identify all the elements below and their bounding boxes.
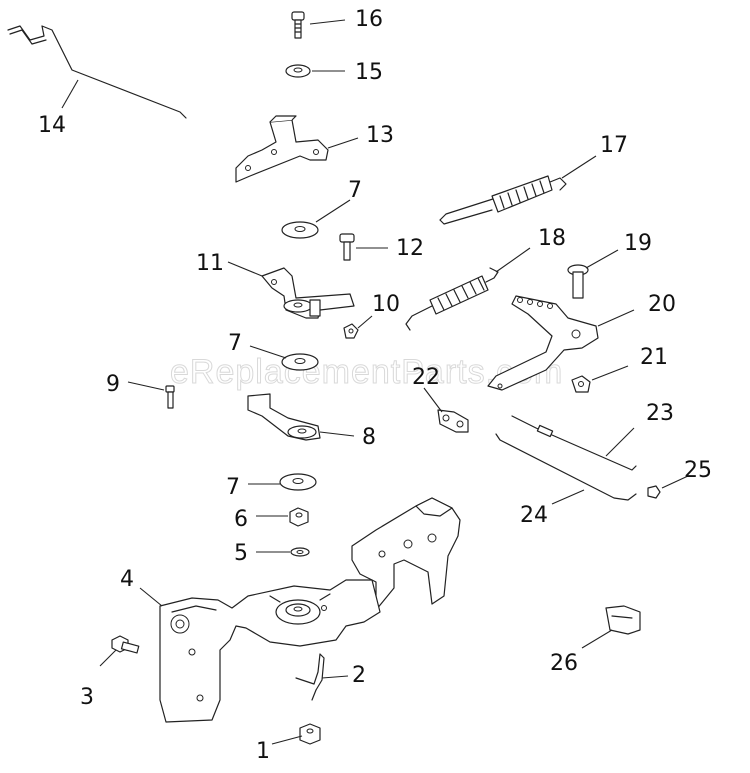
part-4-main-bracket [159, 497, 461, 723]
callout-20: 20 [648, 292, 676, 317]
part-20-plate [487, 295, 599, 391]
part-5-washer [290, 547, 310, 557]
part-18-spring [405, 267, 499, 331]
callout-1: 1 [256, 739, 270, 764]
part-21-nut [571, 375, 591, 393]
callout-7a: 7 [348, 178, 362, 203]
part-7-washer-top [281, 221, 319, 239]
callout-21: 21 [640, 345, 668, 370]
callout-15: 15 [355, 60, 383, 85]
part-11-lever [261, 267, 355, 319]
part-10-nut [343, 323, 359, 339]
part-15-washer [285, 64, 311, 78]
callout-23: 23 [646, 401, 674, 426]
callout-14: 14 [38, 113, 66, 138]
part-6-nut [289, 507, 309, 527]
callout-13: 13 [366, 123, 394, 148]
callout-6: 6 [234, 507, 248, 532]
part-17-spring [439, 175, 567, 225]
callout-8: 8 [362, 425, 376, 450]
part-22-clip [437, 409, 469, 433]
part-2-spring [295, 653, 325, 701]
callout-3: 3 [80, 685, 94, 710]
callout-7b: 7 [228, 331, 242, 356]
callout-7c: 7 [226, 475, 240, 500]
callout-22: 22 [412, 365, 440, 390]
callout-5: 5 [234, 541, 248, 566]
part-7-washer-mid [281, 353, 319, 371]
callout-11: 11 [196, 251, 224, 276]
callout-12: 12 [396, 236, 424, 261]
callout-4: 4 [120, 567, 134, 592]
part-7-washer-low [279, 473, 317, 491]
callout-10: 10 [372, 292, 400, 317]
callout-16: 16 [355, 7, 383, 32]
part-14-rod [7, 25, 187, 119]
part-25-clip [647, 485, 661, 499]
callout-17: 17 [600, 133, 628, 158]
part-26-clip [605, 605, 641, 635]
part-19-bolt [567, 264, 589, 299]
part-12-bolt [339, 233, 355, 261]
part-3-bolt [111, 635, 140, 654]
part-13-bracket [235, 115, 329, 183]
callout-9: 9 [106, 372, 120, 397]
part-23-rod [511, 415, 637, 471]
callout-26: 26 [550, 651, 578, 676]
callout-24: 24 [520, 503, 548, 528]
callout-25: 25 [684, 458, 712, 483]
part-24-rod [495, 433, 637, 501]
callout-18: 18 [538, 226, 566, 251]
callout-2: 2 [352, 663, 366, 688]
callout-19: 19 [624, 231, 652, 256]
part-16-bolt [291, 11, 305, 39]
part-9-bolt [165, 385, 175, 409]
part-1-nut [299, 723, 321, 745]
part-8-plate [247, 393, 321, 441]
